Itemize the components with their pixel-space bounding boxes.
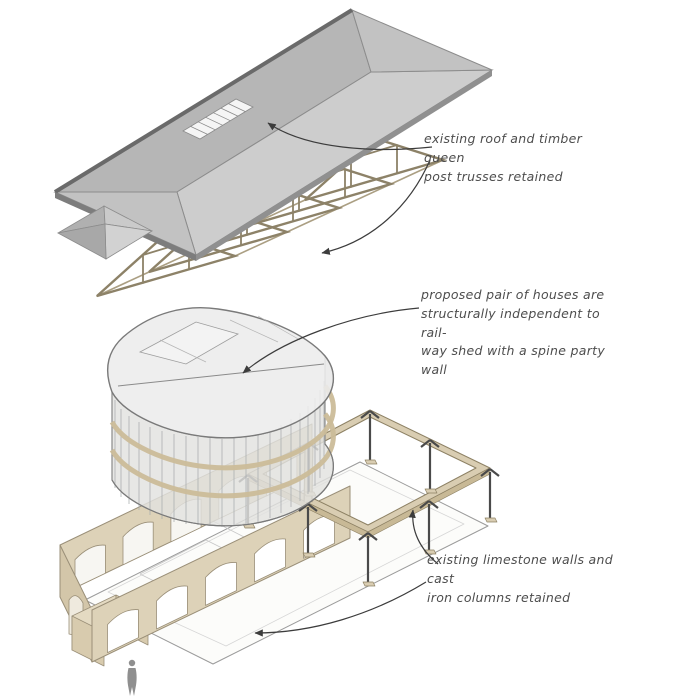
roof-layer (53, 8, 494, 261)
house-roof (107, 307, 335, 439)
front-wall (91, 485, 351, 663)
leader-truss-arrow (321, 159, 431, 255)
column (480, 468, 500, 523)
house-layer (107, 307, 336, 527)
column (298, 503, 318, 558)
leader-wall-arrow (254, 581, 427, 637)
column (360, 410, 380, 465)
house-roof-details (117, 315, 325, 387)
annotation-limestone-walls: existing limestone walls and cast iron c… (427, 552, 613, 605)
roof-skylight (182, 98, 254, 140)
roof-hip-right (351, 9, 493, 73)
leader-roof-arrow (267, 122, 433, 151)
column (358, 532, 378, 587)
house-floor-band (109, 412, 336, 499)
roof-ridge-edge (53, 8, 354, 194)
column (419, 500, 439, 555)
scale-figure (127, 659, 137, 696)
house-base-edge (111, 443, 334, 527)
leader-lines (242, 122, 439, 637)
annotation-roof-trusses: existing roof and timber queen post trus… (424, 131, 583, 184)
leader-house-arrow (242, 307, 420, 374)
canopy-roof (56, 205, 154, 260)
annotation-proposed-houses: proposed pair of houses are structurally… (421, 287, 606, 377)
leader-column-arrow (408, 509, 439, 565)
house-floor-band (109, 384, 336, 471)
roof-fascia (196, 70, 492, 261)
column (420, 439, 440, 494)
